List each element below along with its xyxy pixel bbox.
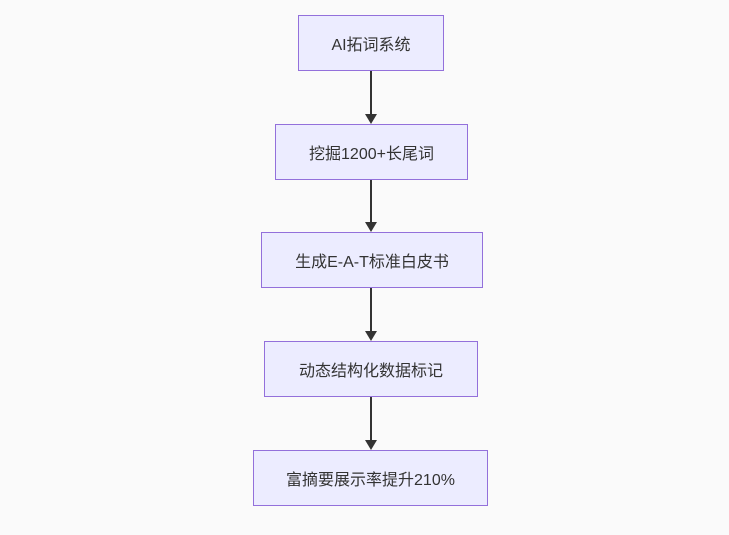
arrow-shaft <box>370 288 372 331</box>
flow-node-label: AI拓词系统 <box>331 37 411 54</box>
flow-arrow <box>364 397 378 450</box>
flow-node-structured-data-markup: 动态结构化数据标记 <box>264 341 478 397</box>
flow-node-rich-snippet-result: 富摘要展示率提升210% <box>253 450 488 506</box>
flow-node-label: 挖掘1200+长尾词 <box>309 146 434 163</box>
arrow-head-icon <box>365 440 377 450</box>
arrow-head-icon <box>365 222 377 232</box>
arrow-head-icon <box>365 114 377 124</box>
flow-arrow <box>364 71 378 124</box>
flow-arrow <box>364 180 378 232</box>
flow-arrow <box>364 288 378 341</box>
flow-node-ai-word-expansion: AI拓词系统 <box>298 15 444 71</box>
flow-node-label: 动态结构化数据标记 <box>298 363 443 380</box>
arrow-shaft <box>370 71 372 114</box>
flow-node-longtail-mining: 挖掘1200+长尾词 <box>275 124 468 180</box>
arrow-shaft <box>370 397 372 440</box>
arrow-shaft <box>370 180 372 222</box>
flow-node-label: 富摘要展示率提升210% <box>286 472 455 489</box>
arrow-head-icon <box>365 331 377 341</box>
flow-node-label: 生成E-A-T标准白皮书 <box>295 254 449 271</box>
flow-node-eat-whitepaper: 生成E-A-T标准白皮书 <box>261 232 483 288</box>
